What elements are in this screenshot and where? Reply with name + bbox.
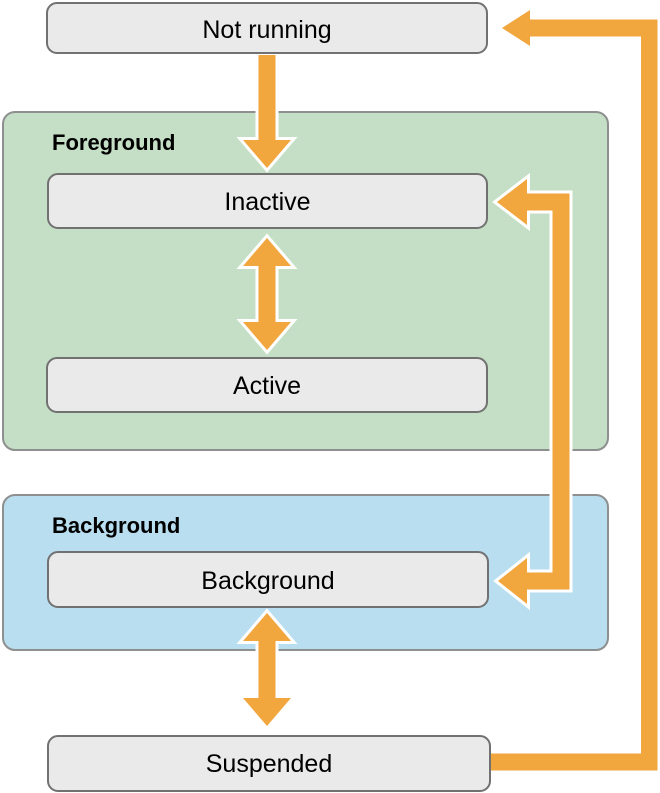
state-box-active xyxy=(46,357,488,413)
state-label-inactive: Inactive xyxy=(224,188,310,216)
state-label-background: Background xyxy=(201,567,334,595)
section-label-background: Background xyxy=(52,513,180,538)
state-box-background xyxy=(47,551,489,608)
arrow-not-running-to-inactive xyxy=(236,52,298,173)
arrow-inactive-active-bidirectional xyxy=(236,233,298,355)
arrow-inactive-background-bidirectional xyxy=(492,172,573,611)
state-label-not-running: Not running xyxy=(202,16,331,44)
state-label-active: Active xyxy=(233,372,301,400)
state-label-suspended: Suspended xyxy=(206,750,333,778)
state-box-not-running xyxy=(46,2,488,54)
section-label-foreground: Foreground xyxy=(52,130,175,155)
arrow-background-suspended-bidirectional xyxy=(236,608,298,731)
state-box-inactive xyxy=(47,173,488,229)
state-box-suspended xyxy=(47,735,491,792)
